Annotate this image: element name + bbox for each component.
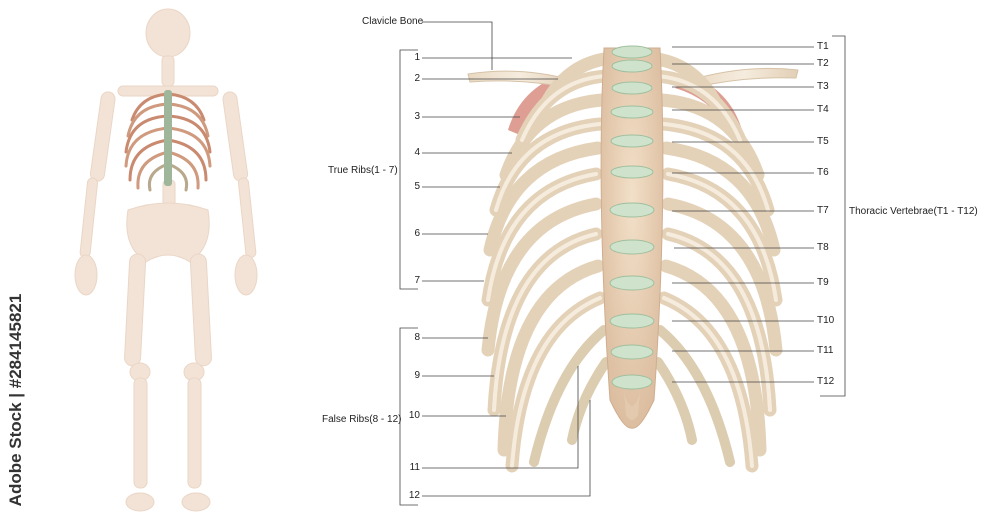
rib-3-left xyxy=(499,93,609,182)
left-shin xyxy=(133,377,148,489)
clavicle-leader xyxy=(422,21,493,70)
left-foot xyxy=(125,492,155,512)
skull xyxy=(145,8,191,58)
false-ribs-bracket xyxy=(399,327,418,506)
true-ribs-bracket xyxy=(399,49,418,290)
faded-skeleton xyxy=(74,8,258,512)
left-hand xyxy=(74,254,98,296)
rib-number-8: 8 xyxy=(414,332,420,343)
rib-9-right xyxy=(659,259,767,457)
right-forearm xyxy=(238,177,257,259)
stock-id-text: Adobe Stock | #284145821 xyxy=(6,293,25,507)
rib-11-left xyxy=(529,325,609,467)
vertebra-t10: T10 xyxy=(817,315,835,326)
rib-5-right xyxy=(659,141,781,257)
rib-number-3: 3 xyxy=(414,111,420,122)
rib-number-7: 7 xyxy=(414,275,420,286)
rib-leader-12 xyxy=(422,400,591,497)
vertebra-t2: T2 xyxy=(817,58,829,69)
true-ribs-label: True Ribs(1 - 7) xyxy=(328,165,398,176)
rib-number-9: 9 xyxy=(414,370,420,381)
rib-number-11: 11 xyxy=(409,462,420,473)
rib-11-right xyxy=(655,325,735,467)
rib-number-2: 2 xyxy=(414,73,420,84)
rib-3-right xyxy=(655,93,765,182)
thoracic-spine xyxy=(600,45,664,429)
rib-number-1: 1 xyxy=(414,52,420,63)
thoracic-vertebrae-label: Thoracic Vertebrae(T1 - T12) xyxy=(849,206,978,217)
small-rib-cage xyxy=(124,90,212,192)
brackets xyxy=(399,35,846,506)
right-hand xyxy=(234,254,258,296)
vertebra-t6: T6 xyxy=(817,167,829,178)
rib-number-10: 10 xyxy=(408,410,420,421)
vertebra-t9: T9 xyxy=(817,277,829,288)
vertebra-t5: T5 xyxy=(817,136,829,147)
rib-12-right xyxy=(653,357,697,445)
left-humerus xyxy=(89,91,116,182)
leader-lines xyxy=(422,21,814,497)
right-shin xyxy=(187,377,202,489)
rib-7-right xyxy=(661,197,783,357)
main-rib-cage xyxy=(467,45,799,473)
right-foot xyxy=(181,492,211,512)
rib-leader-11 xyxy=(422,366,579,469)
left-forearm xyxy=(79,177,98,259)
right-humerus xyxy=(222,91,249,182)
stock-watermark: Adobe Stock | #284145821 xyxy=(4,290,28,510)
ribs xyxy=(481,51,783,473)
neck xyxy=(161,55,175,87)
rib-number-5: 5 xyxy=(414,181,420,192)
false-ribs-label: False Ribs(8 - 12) xyxy=(322,414,402,425)
thoracic-bracket xyxy=(820,35,846,397)
vertebra-t11: T11 xyxy=(817,345,834,356)
rib-9-left xyxy=(497,259,605,457)
rib-number-4: 4 xyxy=(414,147,420,158)
right-femur xyxy=(189,253,212,367)
rib-number-6: 6 xyxy=(414,228,420,239)
rib-5-left xyxy=(483,141,605,257)
rib-number-12: 12 xyxy=(408,490,420,501)
rib-7-left xyxy=(481,197,603,357)
vertebra-t8: T8 xyxy=(817,242,829,253)
vertebra-t1: T1 xyxy=(817,41,829,52)
vertebra-t12: T12 xyxy=(817,376,835,387)
vertebra-t4: T4 xyxy=(817,104,829,115)
vertebra-t7: T7 xyxy=(817,205,829,216)
clavicle-bone-label: Clavicle Bone xyxy=(362,16,424,27)
left-femur xyxy=(124,253,147,367)
vertebra-t3: T3 xyxy=(817,81,829,92)
rib-12-left xyxy=(567,357,611,445)
pelvis xyxy=(126,202,210,263)
